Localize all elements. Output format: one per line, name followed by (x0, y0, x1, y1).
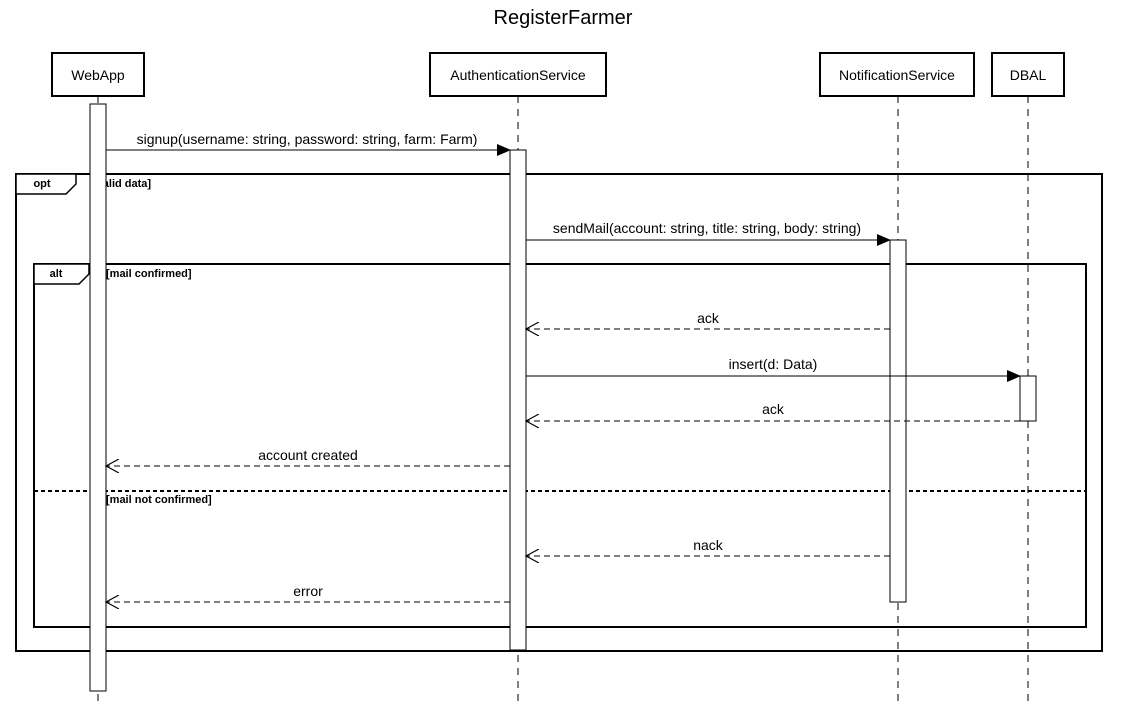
participant-label: NotificationService (839, 67, 955, 83)
activations (89, 103, 1037, 692)
message-label: signup(username: string, password: strin… (137, 131, 478, 147)
participant-dbal: DBAL (991, 52, 1065, 97)
fragment-guard: [valid data] (93, 178, 151, 190)
fragment-tab (33, 263, 90, 285)
messages (106, 144, 1021, 602)
participant-webapp: WebApp (51, 52, 145, 97)
fragment-frame (33, 263, 1087, 628)
participant-box (819, 52, 975, 97)
activation-webapp (89, 103, 107, 692)
fragment-tab (15, 173, 77, 195)
participant-auth: AuthenticationService (429, 52, 607, 97)
participant-box (51, 52, 145, 97)
fragment-operator: opt (33, 178, 50, 190)
activation-dbal (1019, 375, 1037, 422)
participant-label: DBAL (1010, 67, 1047, 83)
fragment-frame (15, 173, 1103, 652)
message-label: sendMail(account: string, title: string,… (553, 220, 861, 236)
diagram-title: RegisterFarmer (494, 7, 633, 29)
message-label: ack (697, 310, 720, 326)
activation-auth (509, 149, 527, 651)
participant-label: AuthenticationService (450, 67, 586, 83)
message-label: ack (762, 401, 785, 417)
message-label: insert(d: Data) (729, 356, 818, 372)
message-label: nack (693, 537, 724, 553)
fragment-guard: [mail confirmed] (106, 268, 192, 280)
message-label: error (293, 583, 323, 599)
message-label: account created (258, 447, 358, 463)
participant-notif: NotificationService (819, 52, 975, 97)
message-labels: signup(username: string, password: strin… (137, 131, 861, 599)
fragment-guard: [mail not confirmed] (106, 494, 212, 506)
fragment-opt: opt [valid data] (15, 173, 1103, 652)
participant-label: WebApp (71, 67, 125, 83)
fragment-alt: alt [mail confirmed] [mail not confirmed… (33, 263, 1087, 628)
participant-box (429, 52, 607, 97)
fragment-operator: alt (50, 268, 63, 280)
participant-box (991, 52, 1065, 97)
lifelines (97, 96, 1029, 705)
